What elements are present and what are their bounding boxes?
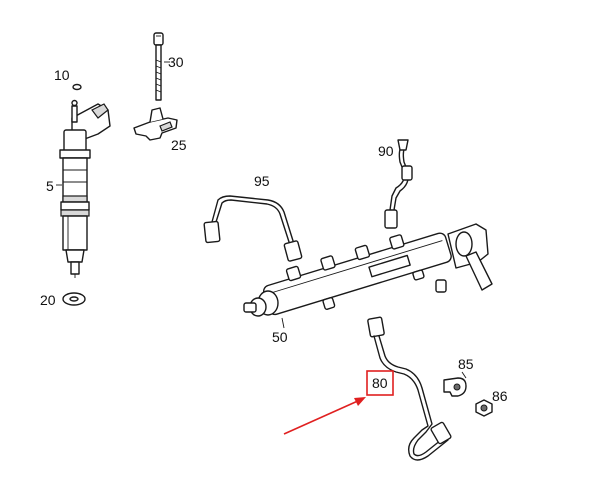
pipe-95-part[interactable] <box>203 195 303 262</box>
bolt-part[interactable] <box>153 32 164 101</box>
highlight-box-80 <box>366 370 394 396</box>
label-50: 50 <box>272 329 288 345</box>
washer-part[interactable] <box>62 292 86 306</box>
label-10: 10 <box>54 67 70 83</box>
injector-part[interactable] <box>59 99 111 279</box>
label-20: 20 <box>40 292 56 308</box>
label-25: 25 <box>171 137 187 153</box>
clamp-part[interactable] <box>133 107 178 141</box>
pipe-80-part[interactable] <box>367 316 452 461</box>
label-85: 85 <box>458 356 474 372</box>
label-95: 95 <box>254 173 270 189</box>
label-86: 86 <box>492 388 508 404</box>
highlight-arrow <box>283 397 366 435</box>
label-30: 30 <box>168 54 184 70</box>
pipe-90-part[interactable] <box>384 139 413 229</box>
clip-part[interactable] <box>443 377 467 397</box>
seal-ring-part[interactable] <box>72 83 82 91</box>
label-5: 5 <box>46 178 54 194</box>
rail-part[interactable] <box>243 222 493 325</box>
nut-part[interactable] <box>475 399 493 417</box>
label-80: 80 <box>372 375 388 391</box>
label-90: 90 <box>378 143 394 159</box>
